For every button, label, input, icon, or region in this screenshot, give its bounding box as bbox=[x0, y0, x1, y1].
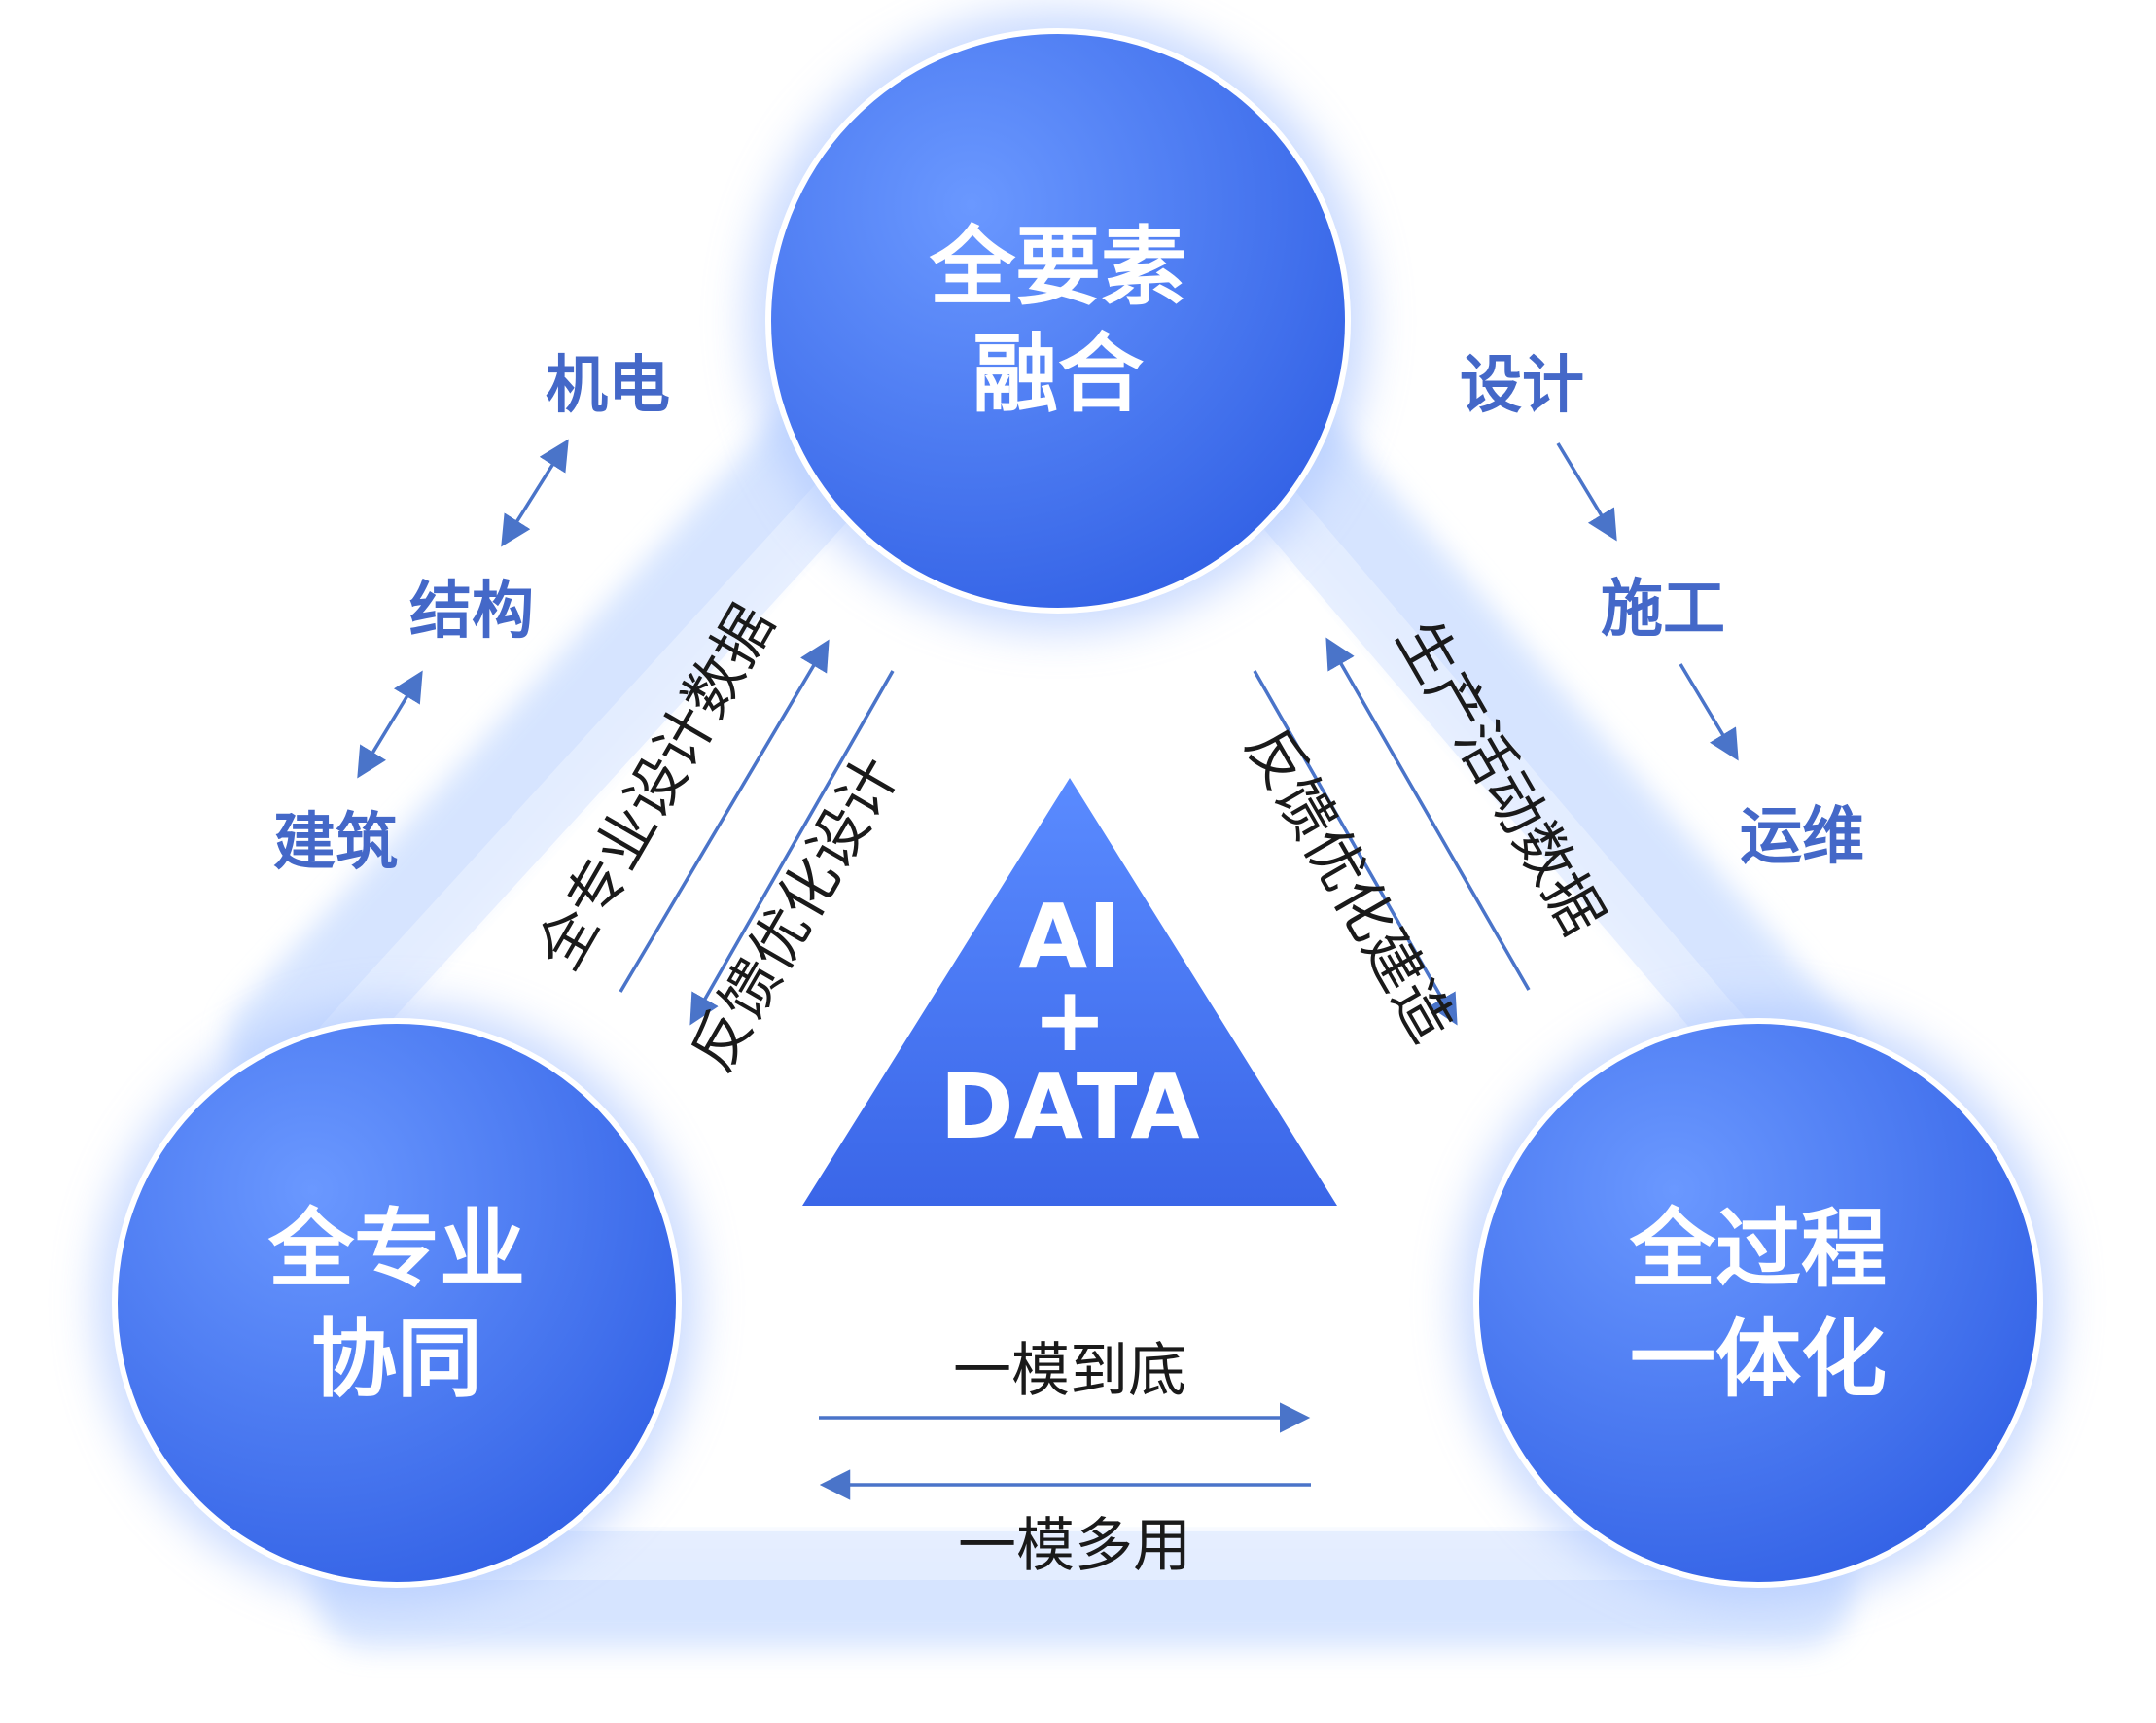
right-side-label-construction: 施工 bbox=[1601, 574, 1725, 646]
arrow-left-up bbox=[619, 639, 830, 993]
double-arrow-structure-architecture bbox=[357, 670, 423, 779]
arrow-right-down bbox=[1253, 670, 1458, 1026]
arrow-design-to-construction bbox=[1556, 442, 1617, 542]
center-line3: DATA bbox=[939, 1055, 1199, 1159]
arrow-right-up bbox=[1325, 637, 1531, 991]
circle-left-line2: 协同 bbox=[311, 1309, 482, 1409]
arrow-construction-to-operation bbox=[1679, 663, 1739, 761]
center-line1: AI bbox=[1018, 885, 1120, 989]
left-side-label-mep: 机电 bbox=[546, 350, 670, 422]
center-line2: + bbox=[1032, 967, 1107, 1072]
circle-right-line2: 一体化 bbox=[1630, 1309, 1887, 1409]
bottom-flows: 一模到底 一模多用 bbox=[819, 1337, 1311, 1580]
circle-top-line2: 融合 bbox=[972, 324, 1144, 424]
right-side-label-operation: 运维 bbox=[1740, 801, 1864, 873]
circle-left-line1: 全专业 bbox=[267, 1199, 525, 1299]
circle-left-full-discipline-collaboration: 全专业 协同 bbox=[112, 1018, 682, 1588]
right-side-label-design: 设计 bbox=[1460, 350, 1584, 422]
flow-label-one-model-multi-use: 一模多用 bbox=[958, 1512, 1191, 1580]
center-triangle-ai-data: AI + DATA bbox=[802, 778, 1337, 1206]
circle-right-line1: 全过程 bbox=[1629, 1199, 1887, 1299]
circle-top-full-element-fusion: 全要素 融合 bbox=[765, 28, 1351, 614]
circle-right-full-process-integration: 全过程 一体化 bbox=[1473, 1018, 2043, 1588]
left-side-label-architecture: 建筑 bbox=[273, 807, 398, 879]
flow-label-one-model-throughout: 一模到底 bbox=[953, 1337, 1186, 1405]
circle-top-line1: 全要素 bbox=[929, 217, 1186, 317]
double-arrow-mep-structure bbox=[501, 439, 569, 547]
left-side-label-structure: 结构 bbox=[409, 576, 534, 648]
arrow-left-down bbox=[689, 670, 895, 1026]
